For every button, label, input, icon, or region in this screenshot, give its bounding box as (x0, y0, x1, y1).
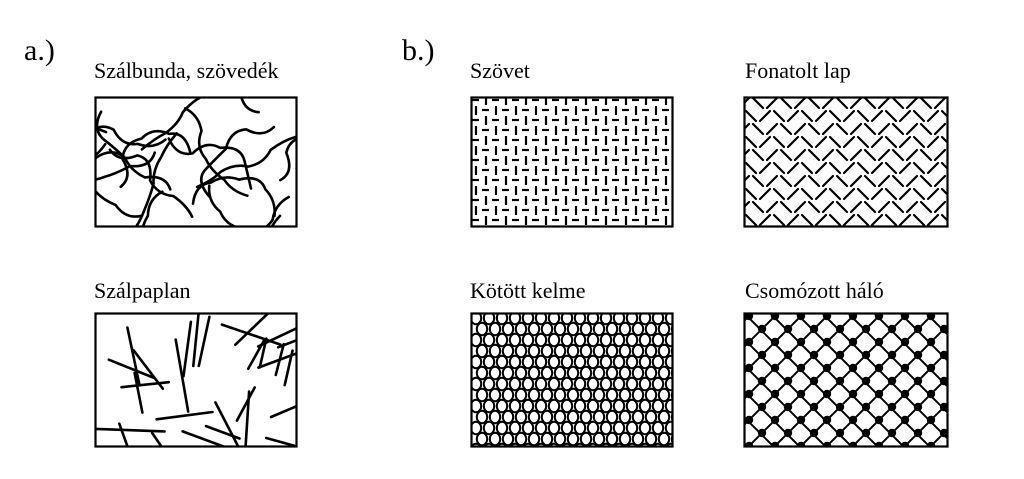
caption-csomozott-halo: Csomózott háló (745, 278, 884, 303)
knotted-net-panel (743, 312, 949, 448)
fiber-batt-panel (94, 312, 298, 448)
woven-fabric-panel (470, 96, 674, 228)
braided-sheet-panel (743, 96, 949, 228)
caption-szalpaplan: Szálpaplan (94, 278, 191, 303)
part-a-label: a.) (24, 34, 55, 67)
part-b-label: b.) (402, 34, 435, 67)
caption-fonatolt-lap: Fonatolt lap (745, 58, 851, 83)
nonwoven-web-panel (94, 96, 298, 228)
caption-szovet: Szövet (470, 58, 530, 83)
caption-szalbunda: Szálbunda, szövedék (94, 58, 279, 83)
knitted-fabric-panel (470, 312, 674, 448)
caption-kotott-kelme: Kötött kelme (470, 278, 586, 303)
